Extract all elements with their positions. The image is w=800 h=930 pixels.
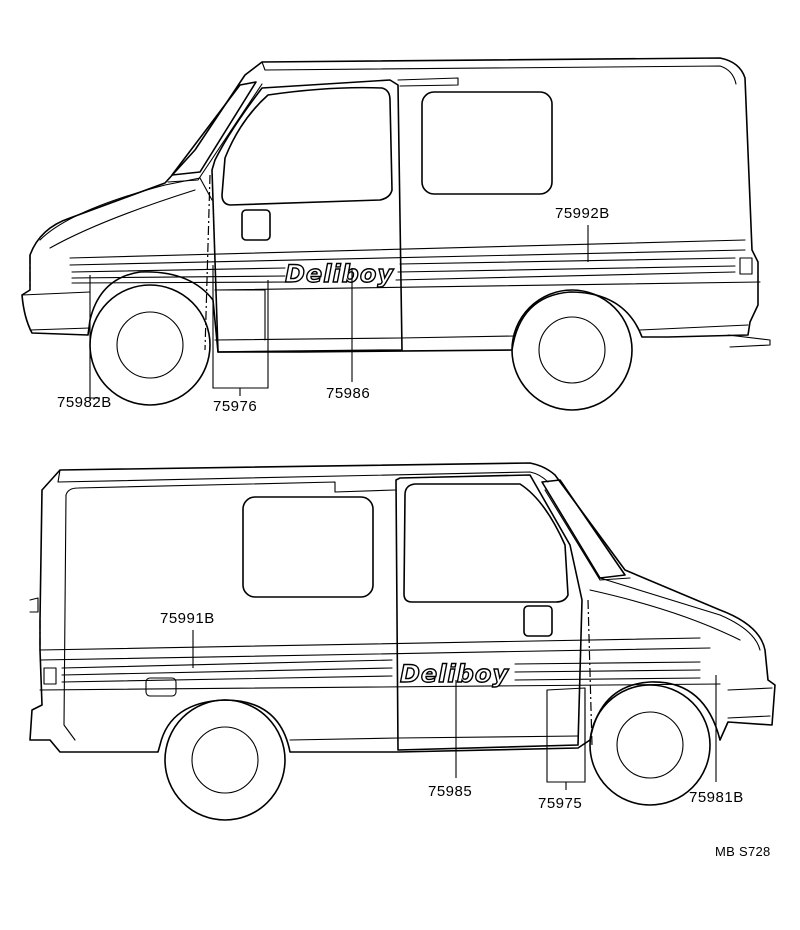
van-top-side-window [421, 91, 553, 195]
van-top-logo: Deliboy [285, 260, 394, 288]
van-top-leaders [89, 225, 589, 399]
van-bottom-rear-wheel [164, 699, 286, 821]
label-75985: 75985 [428, 783, 472, 800]
van-top-door-window [221, 86, 393, 206]
van-top-stripe [71, 257, 736, 273]
label-75986: 75986 [326, 385, 370, 402]
label-75976: 75976 [213, 398, 257, 415]
van-bottom-door-window [403, 483, 569, 603]
van-bottom-front-door [395, 474, 583, 751]
van-bottom-logo: Deliboy [400, 660, 509, 688]
van-bottom-leaders [192, 630, 717, 790]
van-top-front-door [211, 79, 403, 353]
van-top-mirror [241, 209, 271, 241]
van-bottom-front-wheel [589, 684, 711, 806]
van-top-front-wheel [89, 284, 211, 406]
van-bottom-windshield [541, 479, 626, 579]
van-top-windshield [171, 81, 257, 176]
label-75975: 75975 [538, 795, 582, 812]
label-75981B: 75981B [689, 789, 744, 806]
label-75991B: 75991B [160, 610, 215, 627]
diagram-code: MB S728 [715, 844, 771, 859]
van-right-side-view: Deliboy [29, 462, 776, 821]
van-left-side-view: Deliboy [21, 57, 771, 411]
label-75992B: 75992B [555, 205, 610, 222]
label-75982B: 75982B [57, 394, 112, 411]
van-top-rear-wheel [511, 289, 633, 411]
van-bottom-stripe [61, 659, 701, 669]
van-bottom-body-outline [29, 462, 776, 753]
van-bottom-mirror [523, 605, 553, 637]
van-bottom-side-window [242, 496, 374, 598]
